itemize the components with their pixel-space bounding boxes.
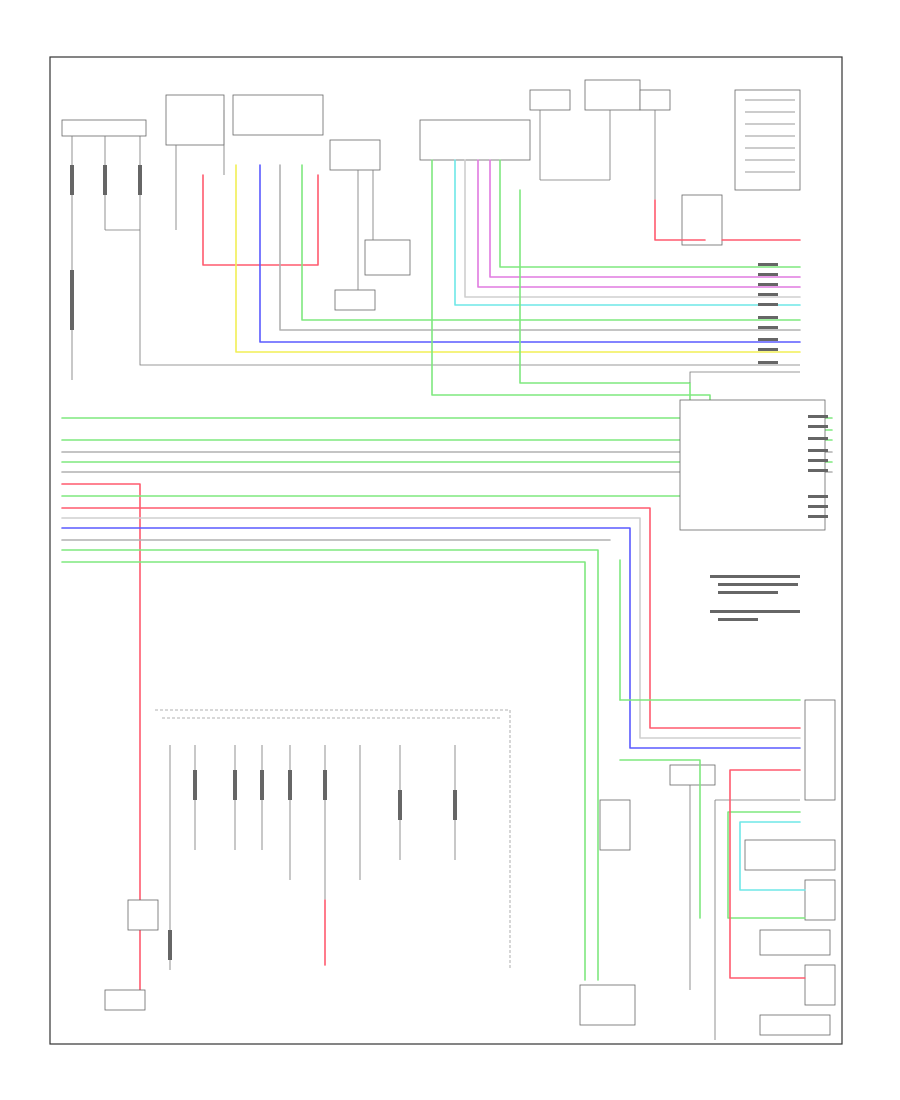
wire-green-mid-down-2 [61,561,586,981]
wire-cyan-bottom-right [739,821,806,891]
wire-green-mid-down-1 [61,549,599,981]
wire-green-top [301,164,801,321]
wire-red-bottom-right [729,769,806,979]
wire-red-mid-down [61,483,141,1001]
wire-red-mid-right [61,507,801,729]
wire-gray-bus-1 [464,159,801,298]
top-center-multi-connector [419,119,531,161]
wire-violet-bus [477,159,801,288]
top-right-fuses [529,79,671,200]
bottom-center-switch [579,799,636,1026]
top-right-relay-group [681,89,801,246]
wire-gray-long [139,230,800,366]
bottom-right-connectors [669,699,836,1040]
top-center-connector-block [232,94,411,311]
top-left-component-1 [61,119,147,380]
wire-yellow-top [235,164,801,353]
right-connector-labels-top [758,263,778,364]
wire-violet-bus-2 [489,159,801,278]
right-middle-connector [679,399,828,531]
notes-block [710,575,800,621]
wire-red-relay [654,199,706,241]
wire-gray-top-1 [279,164,801,331]
wire-cyan-bus [454,159,801,306]
wire-green-mid-4 [61,495,701,501]
bottom-left-module-pins [168,745,457,970]
diagram-frame [49,56,843,1045]
top-left-component-2 [165,94,225,230]
wire-blue-mid-right [61,527,801,749]
bottom-left-module [104,709,511,1011]
wire-blue-top [259,164,801,343]
wire-gray-bus-2 [689,371,800,383]
wire-green-bus-2 [499,159,801,268]
wire-green-bottom-right [727,811,806,919]
wire-gray-mid-3 [61,517,801,739]
wire-green-bottom-center [619,759,701,919]
